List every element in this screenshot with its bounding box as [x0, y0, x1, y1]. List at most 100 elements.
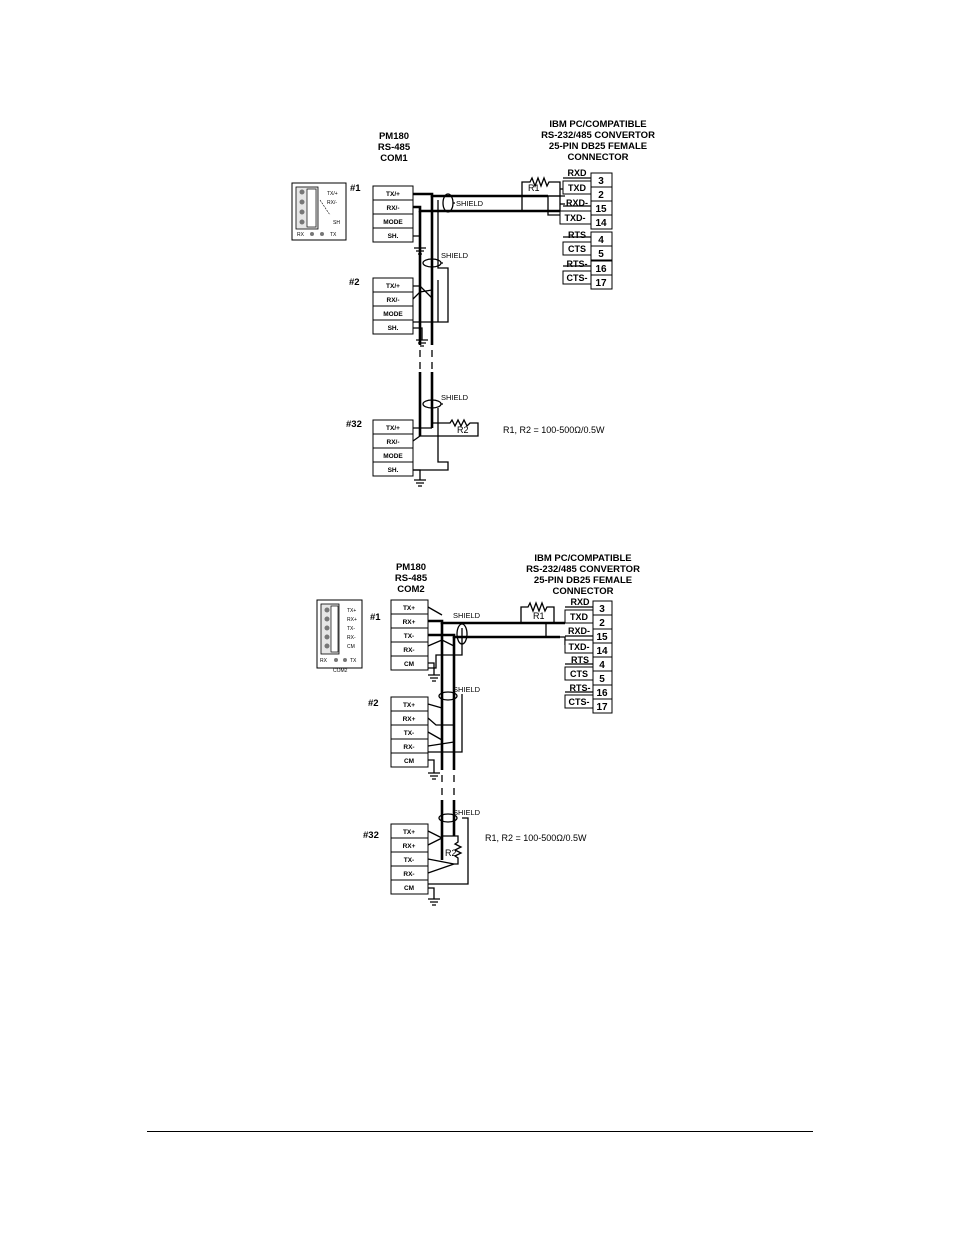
device-label: #1 — [350, 183, 361, 194]
terminal-label: RX+ — [403, 716, 416, 723]
shield-label: SHIELD — [456, 199, 484, 208]
meter-header-line: PM180 — [379, 131, 409, 142]
resistor-r1-label: R1 — [533, 611, 545, 621]
pc-header: IBM PC/COMPATIBLE RS-232/485 CONVERTOR 2… — [541, 119, 655, 163]
connector-pin: 3 — [598, 176, 604, 187]
terminal-screw-icon — [324, 625, 330, 631]
meter-header-line: COM2 — [397, 584, 424, 595]
pc-header-line: IBM PC/COMPATIBLE — [549, 119, 646, 130]
connector-signal: CTS- — [569, 697, 590, 707]
connector-pin: 5 — [598, 249, 604, 260]
connector-pin: 2 — [598, 190, 604, 201]
terminal-block-1: TX+ RX+ TX- RX- CM — [390, 599, 429, 671]
device-label: #2 — [349, 277, 360, 288]
shield-label: SHIELD — [441, 251, 469, 260]
terminal-block-2: TX/+ RX/- MODE SH. — [372, 277, 414, 335]
terminal-label: SH. — [388, 325, 399, 332]
meter-header: PM180 RS-485 COM1 — [378, 131, 411, 164]
connector-pin: 4 — [599, 660, 605, 671]
module-label: RX- — [347, 635, 356, 641]
pc-header-line: CONNECTOR — [567, 152, 628, 163]
terminal-screw-icon — [299, 219, 305, 225]
module-label: TX+ — [347, 608, 356, 614]
led-rx-icon — [310, 232, 314, 236]
connector-signal: CTS- — [567, 273, 588, 283]
terminal-label: TX- — [404, 730, 414, 737]
connector-signal: RTS — [568, 230, 586, 240]
device-label: #1 — [370, 612, 381, 623]
terminal-screw-icon — [324, 607, 330, 613]
terminal-block-1: TX/+ RX/- MODE SH. — [372, 185, 414, 243]
diagram-com1: PM180 RS-485 COM1 IBM PC/COMPATIBLE RS-2… — [291, 119, 655, 487]
connector-signal: CTS — [570, 669, 588, 679]
connector-signal: TXD — [568, 183, 587, 193]
pc-header-line: 25-PIN DB25 FEMALE — [534, 575, 632, 586]
terminal-label: TX+ — [403, 829, 415, 836]
terminal-screw-icon — [299, 209, 305, 215]
connector-pin: 16 — [596, 688, 608, 699]
terminal-label: SH. — [388, 233, 399, 240]
connector-signal: RTS- — [570, 683, 591, 693]
shield-label: SHIELD — [441, 393, 469, 402]
terminal-label: MODE — [383, 453, 403, 460]
resistor-note: R1, R2 = 100-500Ω/0.5W — [485, 833, 587, 843]
terminal-label: RX/- — [387, 297, 400, 304]
terminal-block-2: TX+ RX+ TX- RX- CM — [390, 696, 429, 768]
connector-pin: 4 — [598, 235, 604, 246]
terminal-label: RX/- — [387, 205, 400, 212]
module-label: RX/- — [327, 200, 337, 206]
pc-header-line: RS-232/485 CONVERTOR — [541, 130, 655, 141]
resistor-note: R1, R2 = 100-500Ω/0.5W — [503, 425, 605, 435]
meter-header-line: RS-485 — [395, 573, 428, 584]
connector-signal: RTS — [571, 655, 589, 665]
terminal-label: TX+ — [403, 702, 415, 709]
pc-header: IBM PC/COMPATIBLE RS-232/485 CONVERTOR 2… — [526, 553, 640, 597]
resistor-r2-label: R2 — [457, 425, 469, 435]
terminal-label: RX- — [403, 744, 414, 751]
connector-pin: 5 — [599, 674, 605, 685]
connector-signal: RXD — [570, 597, 590, 607]
module-label: CM — [347, 644, 355, 650]
meter-module-illustration: TX+ RX+ TX- RX- CM RX TX COM2 — [316, 599, 363, 674]
pc-header-line: 25-PIN DB25 FEMALE — [549, 141, 647, 152]
module-label: RX+ — [347, 617, 357, 623]
led-rx-icon — [334, 658, 338, 662]
module-label: TX — [350, 658, 357, 664]
connector-signal: RXD- — [566, 198, 588, 208]
connector-pin: 15 — [595, 204, 607, 215]
terminal-label: RX- — [403, 647, 414, 654]
terminal-label: CM — [404, 758, 414, 765]
terminal-label: TX- — [404, 633, 414, 640]
db25-connector: 3 2 15 14 4 5 16 17 RXD TXD RXD- TXD- RT… — [559, 168, 613, 290]
connector-pin: 17 — [596, 702, 608, 713]
module-label: TX- — [347, 626, 355, 632]
module-label: TX — [330, 232, 337, 238]
module-label: RX — [320, 658, 328, 664]
connector-pin: 17 — [595, 278, 607, 289]
connector-pin: 14 — [596, 646, 608, 657]
bus-wiring — [427, 601, 566, 906]
connector-pin: 15 — [596, 632, 608, 643]
terminal-screw-icon — [299, 199, 305, 205]
meter-header: PM180 RS-485 COM2 — [395, 562, 428, 595]
terminal-screw-icon — [324, 643, 330, 649]
shield-label: SHIELD — [453, 685, 481, 694]
pc-header-line: RS-232/485 CONVERTOR — [526, 564, 640, 575]
led-tx-icon — [343, 658, 347, 662]
connector-signal: RTS- — [567, 259, 588, 269]
pc-header-line: IBM PC/COMPATIBLE — [534, 553, 631, 564]
module-label: RX — [297, 232, 305, 238]
terminal-label: RX+ — [403, 619, 416, 626]
connector-signal: TXD- — [565, 213, 586, 223]
connector-pin: 16 — [595, 264, 607, 275]
terminal-label: CM — [404, 885, 414, 892]
connector-signal: CTS — [568, 244, 586, 254]
terminal-label: TX- — [404, 857, 414, 864]
bus-wiring — [412, 176, 566, 487]
terminal-label: MODE — [383, 219, 403, 226]
terminal-label: RX- — [403, 871, 414, 878]
led-tx-icon — [320, 232, 324, 236]
shield-label: SHIELD — [453, 611, 481, 620]
terminal-screw-icon — [324, 616, 330, 622]
